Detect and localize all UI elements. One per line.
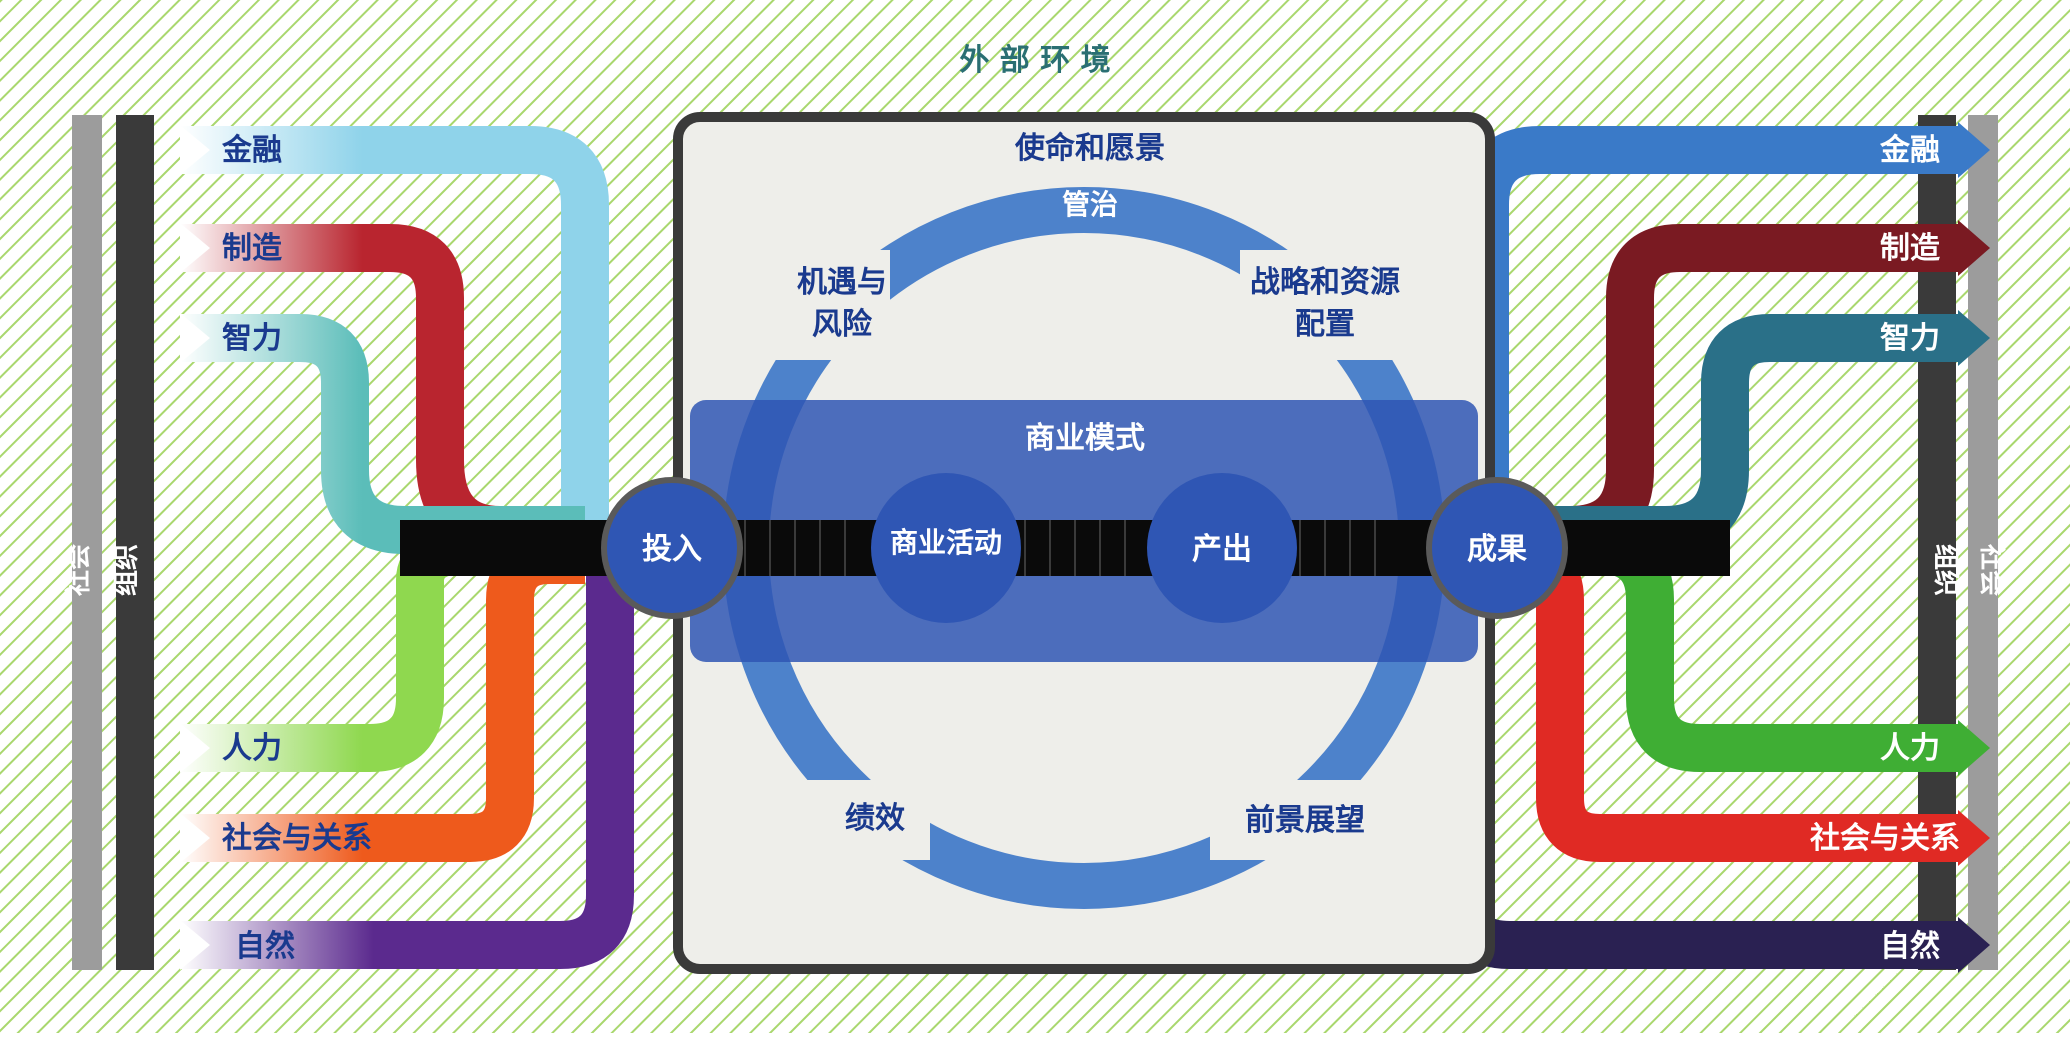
left-notch-natural: [180, 920, 210, 970]
right-arrow-intellectual: [1958, 310, 1990, 366]
opportunities-label-line1: 机遇与: [797, 265, 887, 300]
left-stream-natural: [180, 570, 634, 969]
outputs-label: 产出: [1192, 532, 1252, 567]
ring-gap-outlook: [1210, 780, 1400, 860]
outcomes-label: 成果: [1467, 532, 1527, 567]
right-label-intellectual: 智力: [1880, 321, 1940, 356]
left-organization-label: 组织: [111, 544, 142, 596]
right-arrow-natural: [1958, 917, 1990, 973]
opportunities-label-line2: 风险: [812, 307, 873, 342]
inputs-node: [601, 477, 743, 619]
left-notch-manufactured: [180, 223, 210, 273]
left-label-manufactured: 制造: [222, 231, 282, 266]
diagram-title: 外 部 环 境: [959, 43, 1110, 78]
left-label-natural: 自然: [235, 929, 295, 964]
inputs-label: 投入: [642, 532, 702, 567]
pipe-segments: [744, 520, 1376, 576]
performance-label: 绩效: [845, 801, 905, 836]
left-notch-financial: [180, 125, 210, 175]
right-label-human: 人力: [1880, 731, 1940, 766]
left-notch-human: [180, 723, 210, 773]
right-arrow-financial: [1958, 122, 1990, 178]
business-activities-node: [871, 473, 1021, 623]
left-society-label: 社会: [63, 544, 94, 596]
right-label-natural: 自然: [1880, 929, 1940, 964]
right-organization-label: 组织: [1930, 544, 1961, 596]
left-notch-social: [180, 813, 210, 863]
right-arrow-manufactured: [1958, 220, 1990, 276]
right-label-social: 社会与关系: [1810, 821, 1960, 856]
left-label-social: 社会与关系: [222, 821, 372, 856]
outcomes-node: [1426, 477, 1568, 619]
left-label-intellectual: 智力: [222, 321, 282, 356]
mission-vision-label: 使命和愿景: [1014, 131, 1165, 166]
right-label-manufactured: 制造: [1880, 231, 1940, 266]
governance-label: 管治: [1062, 188, 1118, 221]
left-organization-bar: [116, 115, 154, 970]
ring-gap-performance: [790, 780, 930, 860]
right-arrow-social: [1958, 810, 1990, 866]
left-label-financial: 金融: [221, 133, 282, 168]
strategy-label-line2: 配置: [1295, 307, 1355, 342]
outputs-node: [1147, 473, 1297, 623]
ring-gap-strategy: [1240, 250, 1440, 360]
strategy-label-line1: 战略和资源: [1250, 265, 1400, 300]
business-model-label: 商业模式: [1025, 421, 1145, 456]
left-stream-financial: [180, 126, 609, 545]
ring-gap-opportunities: [730, 250, 890, 360]
left-stream-intellectual: [180, 314, 585, 554]
right-label-financial: 金融: [1879, 133, 1940, 168]
business-activities-label: 商业活动: [890, 526, 1002, 559]
left-notch-intellectual: [180, 313, 210, 363]
right-arrow-human: [1958, 720, 1990, 776]
left-label-human: 人力: [222, 731, 282, 766]
left-society-bar: [72, 115, 102, 970]
left-input-pipe: [400, 520, 630, 576]
outlook-label: 前景展望: [1245, 803, 1365, 838]
right-society-label: 社会: [1976, 544, 2007, 596]
